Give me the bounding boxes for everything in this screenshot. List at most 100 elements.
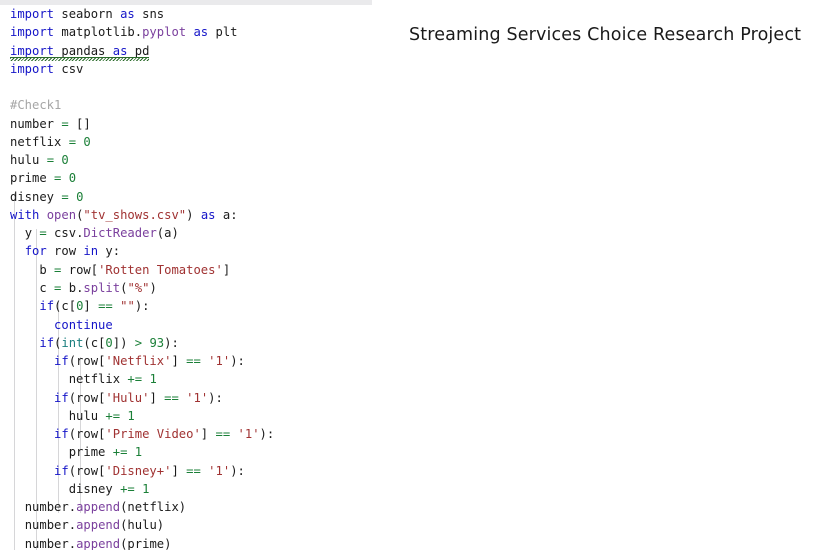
code-token-op: = (54, 262, 62, 277)
code-token-kw: continue (54, 317, 113, 332)
indent-space (10, 482, 69, 496)
code-line[interactable]: if(c[0] == ""): (0, 297, 372, 315)
code-token-pln: number. (24, 500, 77, 515)
code-token-pln: (c[ (54, 299, 77, 314)
code-line[interactable]: hulu = 0 (0, 151, 372, 169)
code-line[interactable]: prime = 0 (0, 169, 372, 187)
code-token-pln: ] (171, 354, 187, 369)
code-token-kw: import (10, 43, 55, 58)
code-token-pln (135, 482, 142, 496)
code-token-kw: import (10, 25, 55, 40)
code-line[interactable]: number.append(hulu) (0, 516, 372, 534)
code-token-pln: ): (230, 354, 245, 369)
code-token-num: 0 (68, 171, 77, 186)
code-line[interactable]: import seaborn as sns (0, 5, 372, 23)
code-token-pln: ( (120, 280, 128, 295)
code-line[interactable]: if(row['Hulu'] == '1'): (0, 389, 372, 407)
code-token-str: '1' (186, 390, 209, 405)
code-token-str: '1' (208, 354, 231, 369)
code-token-str: "" (120, 299, 135, 314)
code-line[interactable]: import csv (0, 60, 372, 78)
code-line[interactable]: import pandas as pd (0, 42, 372, 62)
code-token-num: 1 (127, 408, 135, 423)
code-token-pln: prime (10, 171, 55, 186)
indent-space (10, 391, 54, 405)
code-token-kw: with (10, 207, 40, 222)
code-line[interactable]: disney = 0 (0, 188, 372, 206)
code-token-mod: append (76, 536, 121, 550)
code-token-pln (127, 445, 134, 459)
code-token-kw: in (83, 244, 99, 259)
code-line[interactable]: netflix = 0 (0, 133, 372, 151)
code-line[interactable]: hulu += 1 (0, 407, 372, 425)
code-token-pln: b (39, 262, 55, 277)
code-line[interactable]: y = csv.DictReader(a) (0, 224, 372, 242)
code-token-kw: if (54, 354, 69, 369)
code-token-num: 1 (134, 445, 143, 460)
code-token-str: 'Disney+' (105, 463, 172, 478)
code-token-num: 0 (76, 299, 84, 314)
code-token-pln: csv. (46, 226, 84, 241)
code-token-num: 1 (149, 372, 157, 387)
code-token-op: > (134, 335, 143, 350)
code-line[interactable]: continue (0, 316, 372, 334)
code-token-kw: for (24, 244, 47, 259)
indent-space (10, 464, 54, 478)
code-token-pln: netflix (68, 372, 128, 387)
code-token-num: 1 (142, 481, 150, 496)
indent-guide-0 (14, 193, 15, 550)
code-token-pln: ): (164, 335, 179, 350)
code-token-pln: (prime) (120, 536, 172, 550)
code-line[interactable]: c = b.split("%") (0, 279, 372, 297)
indent-space (10, 445, 69, 459)
code-token-pln: (row[ (68, 463, 106, 478)
code-token-pln (61, 171, 68, 185)
indent-space (10, 226, 25, 240)
indent-space (10, 263, 39, 277)
code-token-pln: (c[ (83, 335, 106, 350)
code-token-pln: [] (68, 116, 91, 131)
code-token-op: = (54, 171, 62, 186)
code-line[interactable]: if(row['Disney+'] == '1'): (0, 462, 372, 480)
code-token-pln: netflix (10, 134, 69, 149)
code-token-str: '1' (208, 463, 231, 478)
code-token-pln: ): (259, 427, 275, 442)
code-line[interactable]: b = row['Rotten Tomatoes'] (0, 261, 372, 279)
code-token-pln: (row[ (68, 427, 106, 442)
code-token-op: == (215, 427, 231, 442)
code-token-op: = (54, 280, 62, 295)
code-token-pln: (row[ (68, 390, 106, 405)
code-token-kw: import (10, 61, 55, 76)
code-line[interactable]: import matplotlib.pyplot as plt (0, 23, 372, 41)
indent-space (10, 281, 39, 295)
code-token-pln: disney (10, 189, 62, 204)
code-token-pln: number. (24, 536, 77, 550)
code-line[interactable]: for row in y: (0, 242, 372, 260)
code-line[interactable]: with open("tv_shows.csv") as a: (0, 206, 372, 224)
code-line[interactable]: if(row['Netflix'] == '1'): (0, 352, 372, 370)
code-token-op: == (186, 463, 201, 478)
code-line[interactable]: if(row['Prime Video'] == '1'): (0, 425, 372, 443)
code-line[interactable] (0, 78, 372, 96)
code-line[interactable]: if(int(c[0]) > 93): (0, 334, 372, 352)
code-line[interactable]: number.append(netflix) (0, 498, 372, 516)
code-token-str: "%" (127, 280, 150, 295)
code-line[interactable]: #Check1 (0, 96, 372, 114)
code-line[interactable]: netflix += 1 (0, 370, 372, 388)
code-token-pln: seaborn (54, 7, 121, 21)
code-token-num: 0 (83, 134, 91, 149)
code-token-kw: as (193, 25, 209, 40)
code-line[interactable]: number.append(prime) (0, 535, 372, 550)
code-token-num: 93 (149, 335, 165, 350)
code-token-op: == (98, 299, 113, 314)
code-token-pln: y (24, 226, 40, 241)
indent-space (10, 500, 25, 514)
code-line[interactable]: prime += 1 (0, 443, 372, 461)
code-line[interactable]: number = [] (0, 115, 372, 133)
code-token-str: 'Rotten Tomatoes' (98, 262, 223, 277)
code-line[interactable]: disney += 1 (0, 480, 372, 498)
code-token-pln: prime (68, 445, 113, 460)
code-token-pln: number (10, 116, 62, 131)
